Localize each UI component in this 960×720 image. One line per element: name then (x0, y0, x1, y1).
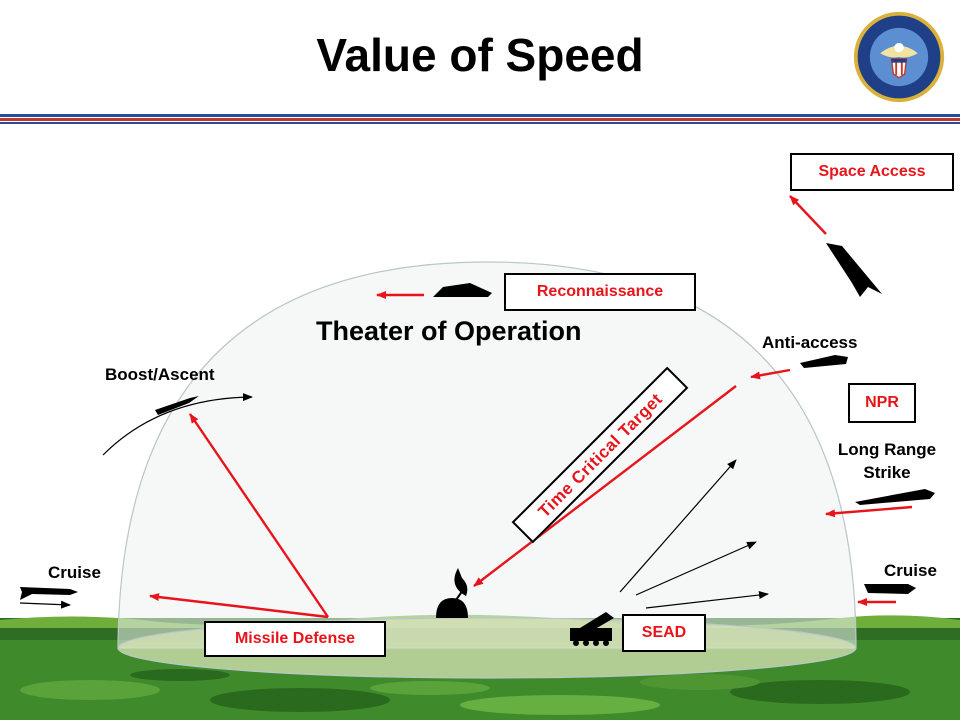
long-range-strike-arrow (825, 505, 913, 518)
npr-box: NPR (848, 383, 916, 423)
page-title: Value of Speed (316, 29, 644, 81)
header-stripe-blue-2 (0, 122, 960, 124)
aircraft-icon (800, 355, 848, 368)
sead-arrow-1 (619, 459, 737, 593)
theater-label: Theater of Operation (316, 316, 582, 346)
aircraft-icon (864, 584, 916, 594)
dod-seal-icon (853, 11, 945, 103)
cruise-left-arrow (19, 600, 71, 609)
missile-defense-arrow-2 (149, 593, 329, 619)
boost-ascent-label: Boost/Ascent (105, 365, 215, 384)
reconnaissance-box: Reconnaissance (504, 273, 696, 311)
radar-dish-icon (436, 568, 468, 618)
anti-access-label: Anti-access (762, 333, 858, 352)
missile-icon (855, 489, 935, 505)
sead-box: SEAD (622, 614, 706, 652)
cruise-right-label: Cruise (884, 561, 937, 580)
sead-arrow-2 (635, 541, 757, 596)
long-range-strike-label-line1: Long Range (837, 440, 937, 459)
missile-defense-box: Missile Defense (204, 621, 386, 657)
theater-dome (117, 261, 857, 649)
space-vehicle-icon (826, 243, 882, 297)
time-critical-target-arrow (473, 385, 737, 587)
space-access-arrow (789, 195, 827, 235)
header-stripe-red (0, 118, 960, 121)
missile-defense-arrow-1 (189, 413, 329, 618)
launcher-vehicle-icon (570, 612, 614, 646)
missile-icon (155, 396, 199, 415)
sead-arrow-3 (645, 591, 769, 609)
aircraft-icon (20, 587, 78, 600)
cruise-left-label: Cruise (48, 563, 101, 582)
anti-access-arrow (750, 368, 791, 380)
aircraft-icon (433, 283, 492, 297)
long-range-strike-label-line2: Strike (863, 463, 911, 482)
space-access-box: Space Access (790, 153, 954, 191)
header-stripe-blue (0, 114, 960, 117)
boost-trajectory (102, 393, 253, 456)
